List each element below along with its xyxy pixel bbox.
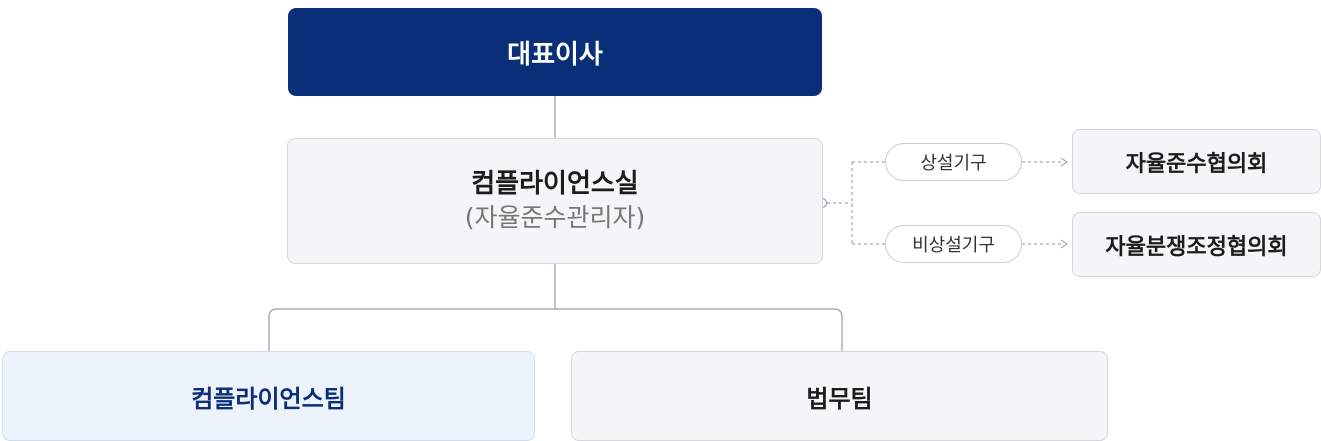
nonstanding-body-pill: 비상설기구 — [885, 225, 1022, 263]
teams-branch-connector — [268, 308, 843, 351]
compliance-office-title: 컴플라이언스실 — [471, 169, 639, 199]
legal-team-box: 법무팀 — [571, 351, 1108, 441]
compliance-team-label: 컴플라이언스팀 — [191, 384, 346, 413]
legal-team-label: 법무팀 — [806, 384, 873, 413]
ceo-label: 대표이사 — [507, 39, 603, 70]
arrowhead-standing — [1060, 157, 1069, 167]
compliance-council-label: 자율준수협의회 — [1125, 151, 1268, 177]
standing-body-pill: 상설기구 — [885, 143, 1022, 181]
compliance-council-box: 자율준수협의회 — [1072, 129, 1321, 194]
standing-body-label: 상설기구 — [920, 153, 987, 174]
nonstanding-body-label: 비상설기구 — [912, 235, 995, 256]
arrowhead-nonstanding — [1060, 239, 1069, 249]
compliance-team-box: 컴플라이언스팀 — [2, 351, 535, 441]
compliance-office-box: 컴플라이언스실 (자율준수관리자) — [287, 138, 823, 264]
compliance-office-subtitle: (자율준수관리자) — [464, 203, 646, 232]
dispute-council-label: 자율분쟁조정협의회 — [1105, 234, 1288, 260]
dispute-council-box: 자율분쟁조정협의회 — [1072, 212, 1321, 277]
pill-branch-connector — [827, 161, 885, 245]
ceo-box: 대표이사 — [288, 8, 822, 96]
